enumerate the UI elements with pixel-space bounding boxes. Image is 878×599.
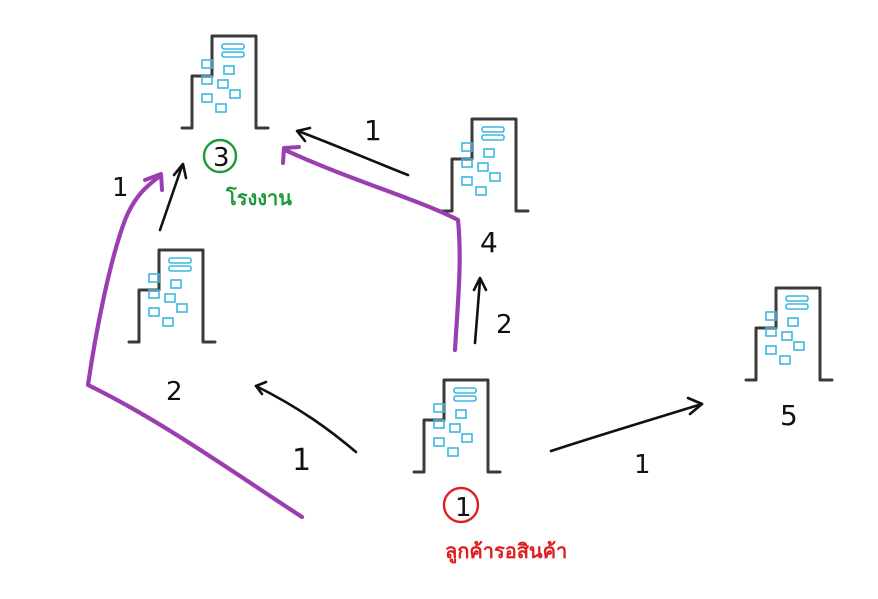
node-5-label: 5: [780, 399, 798, 432]
node-1-label: 1: [455, 493, 472, 523]
edge-weight-2-3: 1: [112, 173, 129, 203]
edge-1-5-arrowhead: [686, 396, 704, 416]
node-1-circle: [442, 486, 480, 524]
building-4-icon: [440, 117, 530, 213]
node-4-label: 4: [480, 226, 498, 259]
edge-4-3-arrowhead: [295, 126, 312, 143]
building-1-icon: [412, 378, 502, 474]
edge-weight-1-2: 1: [292, 443, 311, 478]
highlight-path-1-2-3: [85, 173, 305, 520]
edge-weight-1-5: 1: [634, 450, 651, 480]
highlight-arrowhead-3b: [281, 145, 301, 165]
node-3-caption: โรงงาน: [225, 186, 292, 210]
edge-4-3: [296, 129, 410, 177]
node-3-circle: [202, 138, 238, 174]
building-5-icon: [744, 286, 834, 382]
edge-weight-1-4: 2: [496, 310, 513, 340]
edge-1-2-arrowhead: [254, 380, 268, 396]
edge-1-2: [254, 384, 358, 454]
edge-1-4: [473, 278, 482, 345]
highlight-path-1-4-3: [282, 147, 462, 353]
node-2-label: 2: [166, 377, 183, 407]
edge-1-5: [549, 402, 704, 453]
edge-2-3: [158, 164, 184, 232]
highlight-arrowhead-3a: [143, 172, 164, 192]
edge-2-3-arrowhead: [172, 162, 188, 180]
node-3-label: 3: [213, 143, 230, 173]
node-1-caption: ลูกค้ารอสินค้า: [445, 539, 567, 565]
edge-1-4-arrowhead: [472, 276, 488, 292]
building-3-icon: [180, 34, 270, 130]
building-2-icon: [127, 248, 217, 344]
edge-weight-4-3: 1: [364, 114, 382, 147]
